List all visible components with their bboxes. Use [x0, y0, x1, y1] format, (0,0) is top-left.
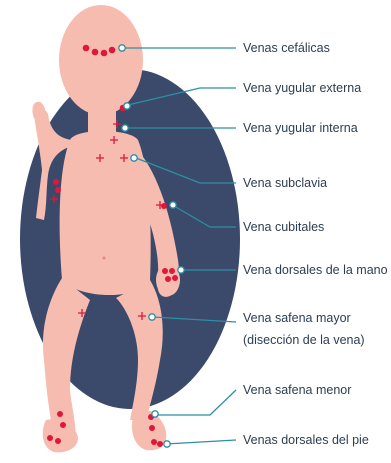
- dot-hand: [172, 275, 178, 281]
- label-vena-yugular-interna: Vena yugular interna: [243, 120, 358, 136]
- infant-left-hand: [32, 102, 46, 118]
- label-vena-safena-mayor-note: (disección de la vena): [243, 332, 365, 348]
- dot-foot-left: [60, 422, 66, 428]
- label-vena-subclavia: Vena subclavia: [243, 175, 327, 191]
- dot-hand: [169, 268, 175, 274]
- endpoint-safena-mayor: [149, 314, 155, 320]
- dot-arm-left: [53, 179, 59, 185]
- leader-dorsales-pie: [166, 440, 236, 444]
- dot-cefalica: [92, 49, 99, 56]
- dot-foot-left: [55, 438, 61, 444]
- infant-head: [59, 5, 143, 115]
- label-vena-safena-mayor: Vena safena mayor: [243, 310, 351, 326]
- navel-mark: [103, 257, 106, 260]
- dot-foot-right: [157, 441, 163, 447]
- endpoint-safena-menor: [152, 411, 158, 417]
- infant-neck: [88, 105, 116, 135]
- label-vena-dorsales-mano: Vena dorsales de la mano: [243, 262, 388, 278]
- endpoint-cubitales: [170, 202, 176, 208]
- endpoint-cefalicas: [119, 45, 125, 51]
- dot-cefalica: [101, 50, 108, 57]
- dot-foot-right: [151, 439, 157, 445]
- label-venas-dorsales-pie: Venas dorsales del pie: [243, 432, 369, 448]
- dot-cefalica: [109, 47, 116, 54]
- dot-arm-left: [55, 187, 61, 193]
- dot-hand: [162, 268, 168, 274]
- label-vena-yugular-externa: Vena yugular externa: [243, 80, 361, 96]
- dot-cefalica: [83, 45, 90, 52]
- label-vena-safena-menor: Vena safena menor: [243, 382, 351, 398]
- endpoint-subclavia: [131, 155, 137, 161]
- endpoint-dorsales-mano: [178, 267, 184, 273]
- dot-foot-left: [47, 435, 53, 441]
- dot-hand: [165, 276, 171, 282]
- dot-foot-right: [149, 425, 155, 431]
- dot-cubital: [161, 203, 167, 209]
- label-venas-cefalicas: Venas cefálicas: [243, 40, 330, 56]
- label-vena-cubitales: Vena cubitales: [243, 219, 324, 235]
- endpoint-yugular-externa: [124, 103, 130, 109]
- endpoint-dorsales-pie: [164, 441, 170, 447]
- dot-foot-left: [57, 411, 63, 417]
- endpoint-yugular-interna: [122, 125, 128, 131]
